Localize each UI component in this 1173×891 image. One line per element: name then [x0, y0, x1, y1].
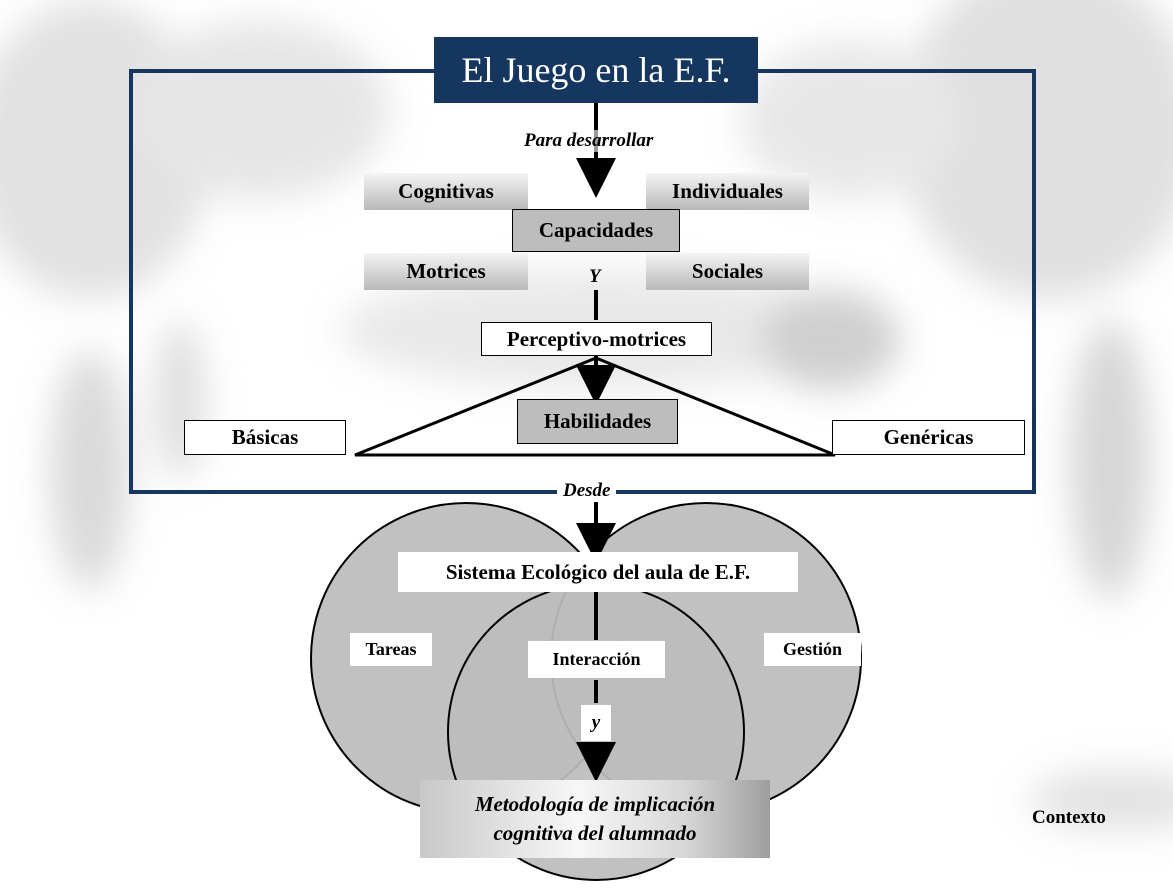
metodologia-box: Metodología de implicación cognitiva del… — [420, 780, 770, 858]
label-contexto: Contexto — [1032, 807, 1106, 828]
habilidades-center: Habilidades — [517, 399, 678, 444]
capacidad-cognitivas: Cognitivas — [364, 173, 528, 210]
diagram-title: El Juego en la E.F. — [434, 37, 758, 103]
capacidad-individuales: Individuales — [646, 173, 809, 210]
sistema-gestion: Gestión — [764, 633, 861, 666]
habilidad-perceptivo-motrices: Perceptivo-motrices — [481, 322, 712, 356]
habilidad-basicas: Básicas — [184, 420, 346, 455]
capacidades-center: Capacidades — [512, 209, 680, 252]
metodologia-line-1: Metodología de implicación — [474, 792, 716, 816]
sistema-ecologico-title: Sistema Ecológico del aula de E.F. — [398, 552, 798, 592]
habilidad-genericas: Genéricas — [832, 420, 1025, 455]
label-desde: Desde — [557, 480, 617, 502]
capacidad-motrices: Motrices — [364, 253, 528, 290]
sistema-interaccion: Interacción — [528, 641, 665, 678]
sistema-tareas: Tareas — [350, 633, 432, 666]
habilidades-triangle — [354, 356, 836, 457]
label-para-desarrollar: Para desarrollar — [524, 130, 654, 152]
label-y-upper: Y — [589, 266, 601, 287]
label-y-lower: y — [581, 705, 611, 741]
metodologia-line-2: cognitiva del alumnado — [493, 821, 697, 845]
capacidad-sociales: Sociales — [646, 253, 809, 290]
